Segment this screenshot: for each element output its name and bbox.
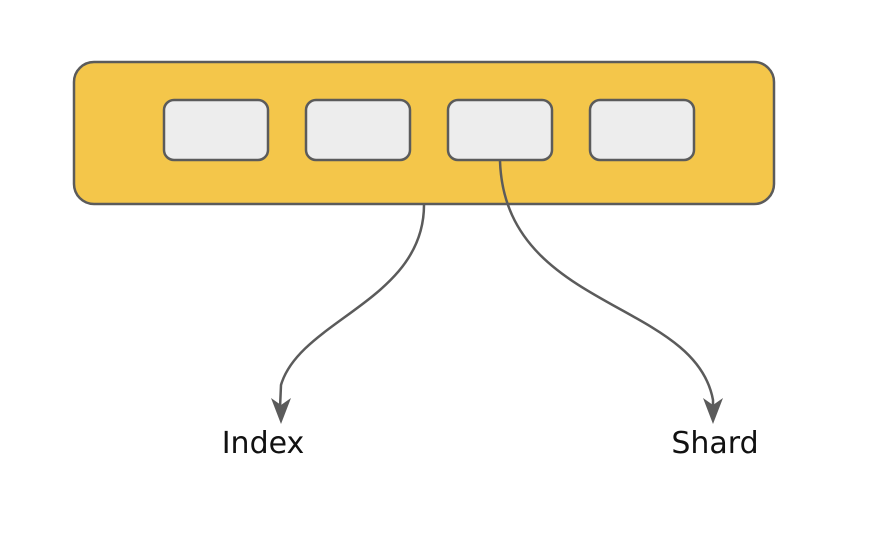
arrow-to-shard [498, 160, 715, 408]
label-index: Index [222, 426, 305, 461]
shard-box-4 [588, 98, 696, 162]
arrowhead-shard [703, 398, 723, 424]
shard-box-2 [304, 98, 412, 162]
arrow-to-index [278, 204, 426, 409]
shard-box-3 [446, 98, 554, 162]
shard-box-1 [162, 98, 270, 162]
index-container [72, 60, 776, 206]
arrowhead-index [271, 398, 291, 424]
label-shard: Shard [671, 426, 758, 461]
